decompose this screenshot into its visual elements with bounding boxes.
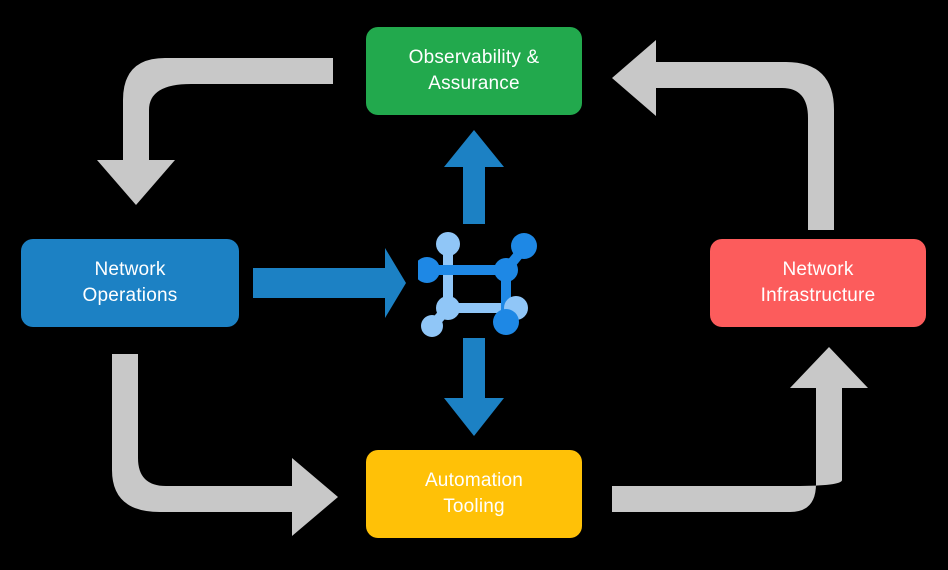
arrow-automation-to-infrastructure [612, 347, 868, 512]
node-network-infrastructure[interactable]: Network Infrastructure [710, 239, 926, 327]
arrow-operations-to-center [253, 248, 406, 318]
arrow-center-to-automation [444, 338, 504, 436]
node-automation-tooling[interactable]: Automation Tooling [366, 450, 582, 538]
node-observability-assurance[interactable]: Observability & Assurance [366, 27, 582, 115]
network-nodes-secondary [421, 232, 528, 337]
network-nodes-primary [418, 233, 537, 335]
arrow-infrastructure-to-observability [612, 40, 834, 230]
node-automation-label: Automation Tooling [424, 469, 524, 517]
node-observability-label: Observability & Assurance [408, 46, 540, 94]
arrow-operations-to-automation [112, 354, 338, 536]
network-topology-icon [418, 232, 537, 337]
arrow-observability-to-operations [97, 58, 333, 205]
arrow-center-to-observability [444, 130, 504, 224]
node-network-operations[interactable]: Network Operations [21, 239, 239, 327]
node-operations-label: Network Operations [82, 258, 178, 306]
node-infrastructure-label: Network Infrastructure [760, 258, 876, 306]
